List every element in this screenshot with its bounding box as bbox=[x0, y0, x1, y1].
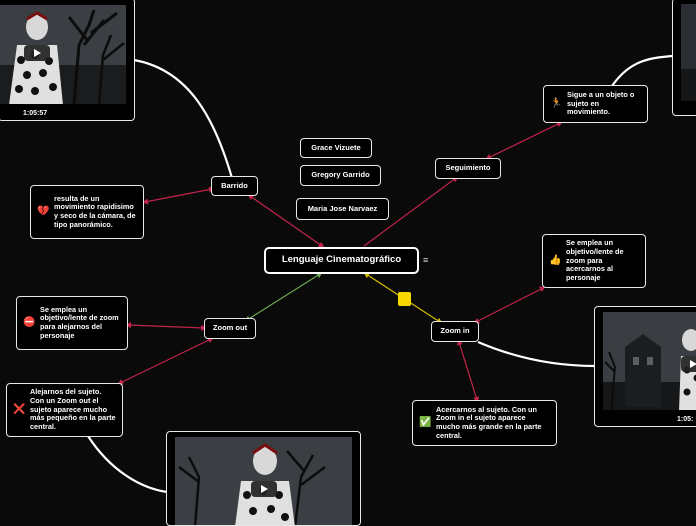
video-card-top-left[interactable]: 1:05:57 bbox=[0, 0, 135, 121]
branch-zoom-in[interactable]: Zoom in bbox=[431, 321, 479, 342]
drag-handle[interactable] bbox=[398, 292, 411, 306]
video-thumbnail[interactable] bbox=[681, 4, 696, 101]
menu-icon[interactable]: ≡ bbox=[423, 255, 428, 265]
branch-barrido[interactable]: Barrido bbox=[211, 176, 258, 196]
heart-icon: 💔 bbox=[37, 206, 49, 218]
author-maria[interactable]: Maria Jose Narvaez bbox=[296, 198, 389, 220]
note-seguimiento[interactable]: 🏃 Sigue a un objeto o sujeto en movimien… bbox=[543, 85, 648, 123]
note-zoom-out-effect[interactable]: ❌ Alejarnos del sujeto. Con un Zoom out … bbox=[6, 383, 123, 437]
author-gregory[interactable]: Gregory Garrido bbox=[300, 165, 381, 186]
note-zoom-out-effect-text: Alejarnos del sujeto. Con un Zoom out el… bbox=[30, 388, 116, 431]
video-card-right-mid[interactable]: 1:05: bbox=[594, 306, 696, 427]
video-link-seguimiento bbox=[612, 56, 672, 86]
note-seguimiento-text: Sigue a un objeto o sujeto en movimiento… bbox=[567, 91, 641, 117]
note-barrido[interactable]: 💔 resulta de un movimiento rapidisimo y … bbox=[30, 185, 144, 239]
note-barrido-text: resulta de un movimiento rapidisimo y se… bbox=[54, 195, 137, 229]
clown-house-image bbox=[603, 312, 696, 410]
thumbs-up-icon: 👍 bbox=[549, 255, 561, 267]
runner-icon: 🏃 bbox=[550, 98, 562, 110]
clown-image bbox=[0, 5, 126, 104]
author-grace[interactable]: Grace Vizuete bbox=[300, 138, 372, 158]
video-link-barrido bbox=[134, 60, 232, 178]
link-zoomout-def bbox=[128, 325, 204, 328]
link-central-zoomout bbox=[247, 274, 320, 320]
branch-seguimiento[interactable]: Seguimiento bbox=[435, 158, 501, 179]
note-zoom-in-effect-text: Acercarnos al sujeto. Con un Zoom in el … bbox=[436, 406, 550, 440]
video-thumbnail[interactable] bbox=[175, 437, 352, 525]
video-thumbnail[interactable] bbox=[603, 312, 696, 410]
link-barrido-note bbox=[145, 189, 212, 202]
video-duration: 1:05: bbox=[677, 416, 693, 423]
central-topic[interactable]: Lenguaje Cinematográfico bbox=[264, 247, 419, 274]
prohibited-icon: ⛔ bbox=[23, 317, 35, 329]
cross-icon: ❌ bbox=[13, 404, 25, 416]
video-card-top-right[interactable] bbox=[672, 0, 696, 116]
video-card-bottom[interactable] bbox=[166, 431, 361, 526]
note-zoom-in-definition-text: Se emplea un objetivo/lente de zoom para… bbox=[566, 239, 639, 282]
clown-image bbox=[175, 437, 352, 525]
video-duration: 1:05:57 bbox=[23, 110, 47, 117]
note-zoom-in-definition[interactable]: 👍 Se emplea un objetivo/lente de zoom pa… bbox=[542, 234, 646, 288]
video-thumbnail[interactable] bbox=[0, 5, 126, 104]
link-zoomin-def bbox=[476, 288, 543, 322]
link-zoomout-effect bbox=[120, 339, 211, 383]
link-seguimiento-note bbox=[488, 123, 560, 158]
note-zoom-out-definition[interactable]: ⛔ Se emplea un objetivo/lente de zoom pa… bbox=[16, 296, 128, 350]
haunted-scene-image bbox=[681, 4, 696, 101]
video-link-zoom-in bbox=[478, 342, 595, 366]
branch-zoom-out[interactable]: Zoom out bbox=[204, 318, 256, 339]
check-icon: ✅ bbox=[419, 417, 431, 429]
link-zoomin-effect bbox=[459, 342, 477, 400]
note-zoom-out-definition-text: Se emplea un objetivo/lente de zoom para… bbox=[40, 306, 121, 340]
video-link-zoom-out bbox=[88, 436, 167, 492]
note-zoom-in-effect[interactable]: ✅ Acercarnos al sujeto. Con un Zoom in e… bbox=[412, 400, 557, 446]
